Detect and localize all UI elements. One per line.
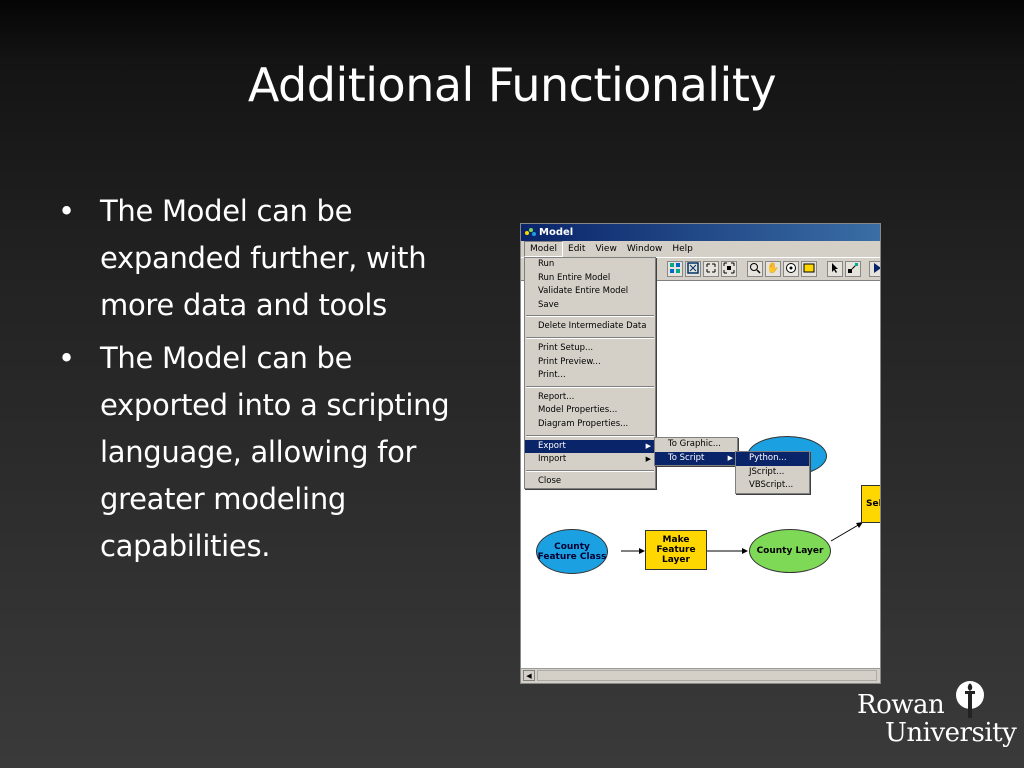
menu-item-label: Validate Entire Model — [538, 286, 629, 297]
rowan-university-logo: Rowan University — [855, 680, 1017, 752]
pan-icon[interactable]: ✋ — [765, 261, 781, 277]
menu-item-print[interactable]: Print... — [525, 369, 655, 383]
to-script-label: To Script — [668, 452, 705, 463]
full-extent-icon[interactable] — [721, 261, 737, 277]
menu-item-vbscript[interactable]: VBScript... — [749, 480, 794, 491]
scroll-left-icon[interactable]: ◀ — [523, 670, 535, 681]
bullet-item: The Model can be expanded further, with … — [58, 188, 478, 329]
slide-title: Additional Functionality — [247, 58, 777, 112]
menu-item-to-script[interactable]: To Script ▶ — [655, 451, 737, 466]
select-by-node[interactable]: Sel By — [861, 485, 880, 523]
menu-item-label: Run — [538, 259, 555, 269]
submenu-arrow-icon: ▶ — [645, 441, 651, 450]
menu-separator — [526, 434, 654, 437]
menu-model[interactable]: Model — [524, 241, 564, 257]
menu-item-run[interactable]: Run — [525, 258, 655, 272]
menu-edit[interactable]: Edit — [568, 244, 586, 254]
fit-icon[interactable] — [685, 261, 701, 277]
overview-icon[interactable] — [801, 261, 817, 277]
grid-icon[interactable] — [667, 261, 683, 277]
menu-item-label: Diagram Properties... — [538, 418, 629, 429]
county-feature-class-node[interactable]: County Feature Class — [536, 529, 608, 574]
zoom-in-icon[interactable] — [747, 261, 763, 277]
submenu-arrow-icon: ▶ — [727, 453, 733, 462]
menu-item-close[interactable]: Close — [525, 475, 655, 489]
torch-icon — [956, 681, 984, 718]
menu-separator — [526, 336, 654, 339]
menu-item-delete-intermediate-data[interactable]: Delete Intermediate Data — [525, 320, 655, 334]
bullet-item: The Model can be exported into a scripti… — [58, 335, 478, 570]
model-window: Model Model Edit View Window Help ✋ Coun… — [520, 223, 881, 684]
menu-item-validate-entire-model[interactable]: Validate Entire Model — [525, 285, 655, 299]
window-title: Model — [539, 227, 574, 238]
menu-item-label: Save — [538, 299, 559, 310]
menu-separator — [526, 385, 654, 388]
zoom-extent-icon[interactable] — [703, 261, 719, 277]
logo-line-2: University — [885, 718, 1017, 748]
connect-icon[interactable] — [845, 261, 861, 277]
menu-item-print-setup[interactable]: Print Setup... — [525, 342, 655, 356]
menu-item-run-entire-model[interactable]: Run Entire Model — [525, 272, 655, 286]
menu-item-label: Export — [538, 440, 566, 451]
menu-view[interactable]: View — [595, 244, 617, 254]
menu-item-label: Model Properties... — [538, 405, 618, 416]
menu-item-save[interactable]: Save — [525, 299, 655, 313]
script-submenu: Python... JScript... VBScript... — [735, 451, 810, 494]
connector-lines — [621, 522, 863, 554]
submenu-arrow-icon: ▶ — [645, 455, 651, 464]
logo-line-1: Rowan — [857, 690, 945, 720]
menu-item-label: Print Preview... — [538, 356, 601, 367]
menu-item-label: Delete Intermediate Data — [538, 321, 647, 332]
menu-help[interactable]: Help — [672, 244, 693, 254]
menubar: Model Edit View Window Help — [521, 241, 880, 257]
menu-window[interactable]: Window — [626, 244, 663, 254]
menu-item-to-graphic[interactable]: To Graphic... — [668, 439, 721, 449]
menu-item-print-preview[interactable]: Print Preview... — [525, 356, 655, 370]
horizontal-scrollbar[interactable]: ◀ — [521, 668, 880, 683]
menu-separator — [526, 315, 654, 318]
menu-item-label: Run Entire Model — [538, 272, 611, 283]
menu-item-report[interactable]: Report... — [525, 391, 655, 405]
menu-item-label: Print... — [538, 370, 566, 381]
menu-item-label: Import — [538, 454, 567, 465]
county-layer-node[interactable]: County Layer — [749, 529, 831, 573]
zoom-out-icon[interactable] — [783, 261, 799, 277]
menu-item-label: Close — [538, 475, 562, 486]
menu-item-python[interactable]: Python... — [736, 452, 809, 466]
select-icon[interactable] — [827, 261, 843, 277]
menu-item-export[interactable]: Export ▶ — [525, 439, 655, 454]
menu-item-label: Print Setup... — [538, 342, 594, 353]
menu-item-label: Report... — [538, 391, 575, 402]
menu-item-model-properties[interactable]: Model Properties... — [525, 404, 655, 418]
menu-separator — [526, 469, 654, 472]
model-app-icon — [525, 228, 536, 237]
window-titlebar[interactable]: Model — [521, 224, 880, 241]
menu-item-import[interactable]: Import ▶ — [525, 453, 655, 467]
scroll-thumb[interactable] — [537, 670, 877, 681]
menu-item-jscript[interactable]: JScript... — [749, 466, 785, 477]
menu-item-diagram-properties[interactable]: Diagram Properties... — [525, 418, 655, 432]
bullet-list: The Model can be expanded further, with … — [58, 188, 478, 576]
export-submenu: To Graphic... To Script ▶ — [654, 437, 738, 467]
run-icon[interactable] — [869, 261, 880, 277]
make-feature-layer-node[interactable]: Make Feature Layer — [645, 530, 707, 570]
